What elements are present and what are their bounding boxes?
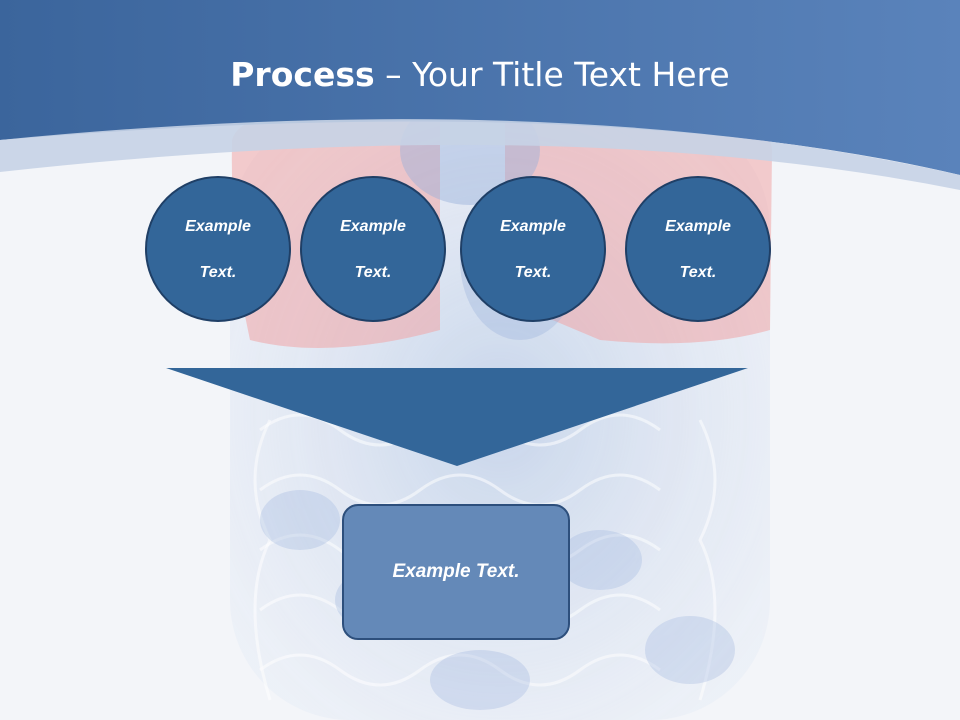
result-box[interactable]: Example Text. [342, 504, 570, 640]
circle-1-line1: Example [185, 217, 251, 235]
title-separator: – [374, 55, 413, 94]
title-rest: Your Title Text Here [412, 55, 730, 94]
circle-3-line1: Example [500, 217, 566, 235]
header-swoosh [0, 119, 960, 190]
header-band [0, 0, 960, 175]
funnel-arrow [166, 368, 748, 466]
title-bold: Process [230, 55, 375, 94]
result-box-label: Example Text. [392, 561, 520, 582]
circle-3-line2: Text. [514, 263, 552, 281]
circle-2-line2: Text. [354, 263, 392, 281]
circle-2-line1: Example [340, 217, 406, 235]
circle-4-line2: Text. [679, 263, 717, 281]
circle-4-line1: Example [665, 217, 731, 235]
slide-title: Process – Your Title Text Here [0, 52, 960, 98]
circle-1-line2: Text. [199, 263, 237, 281]
